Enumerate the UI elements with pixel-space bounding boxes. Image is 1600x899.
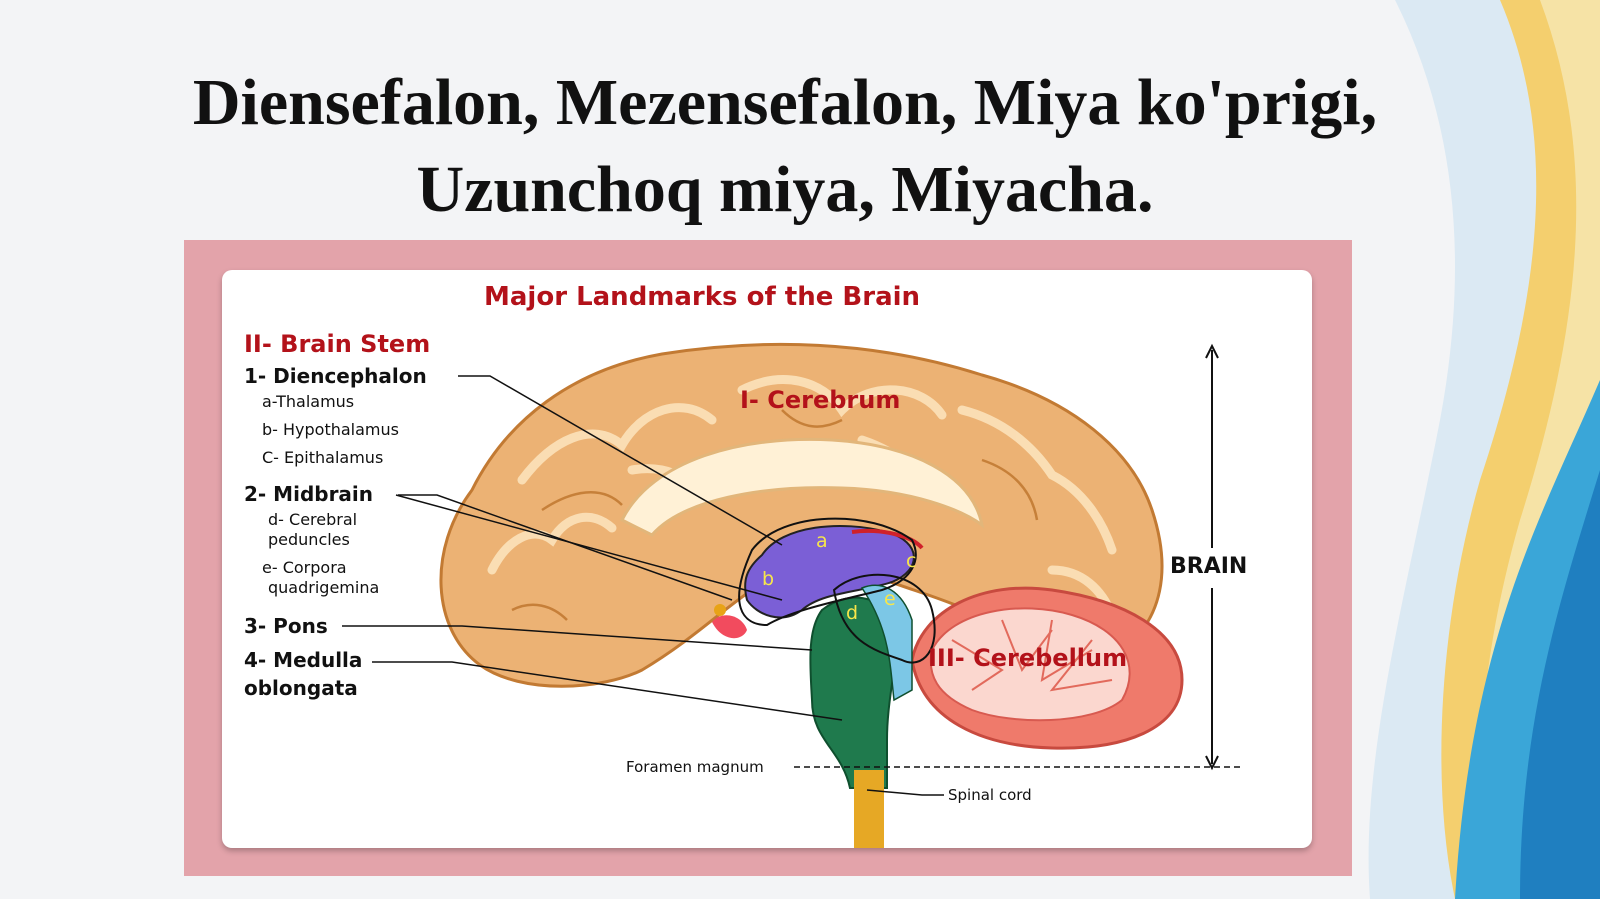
brain-illustration: [342, 342, 1242, 848]
label-medulla-2: oblongata: [244, 676, 358, 700]
label-midbrain: 2- Midbrain: [244, 482, 374, 506]
label-brain: BRAIN: [1170, 554, 1248, 579]
slide-title-line-1: Diensefalon, Mezensefalon, Miya ko'prigi…: [192, 66, 1378, 139]
label-foramen-magnum: Foramen magnum: [626, 758, 764, 776]
label-pons: 3- Pons: [244, 614, 328, 638]
spinal-cord-shape: [854, 770, 884, 848]
label-corpora-2: quadrigemina: [268, 578, 380, 597]
diagram-card: Major Landmarks of the Brain II- Brain S…: [222, 270, 1312, 848]
label-epithalamus: C- Epithalamus: [262, 448, 384, 467]
label-cerebral-peduncles-1: d- Cerebral: [268, 510, 358, 529]
slide-title-line-2: Uzunchoq miya, Miyacha.: [416, 153, 1154, 226]
label-cerebral-peduncles-2: peduncles: [268, 530, 350, 549]
label-thalamus: a-Thalamus: [262, 392, 355, 411]
letter-d: d: [846, 602, 859, 624]
label-medulla-1: 4- Medulla: [244, 648, 363, 672]
letter-e: e: [884, 588, 896, 610]
diagram-title: Major Landmarks of the Brain: [484, 282, 921, 312]
brain-stem-heading: II- Brain Stem: [244, 330, 431, 358]
letter-b: b: [762, 568, 775, 590]
letter-c: c: [906, 550, 917, 572]
pituitary-shape: [712, 615, 747, 639]
image-frame: Major Landmarks of the Brain II- Brain S…: [184, 240, 1352, 876]
letter-a: a: [816, 530, 828, 552]
label-hypothalamus: b- Hypothalamus: [262, 420, 399, 439]
label-corpora-1: e- Corpora: [262, 558, 347, 577]
label-diencephalon: 1- Diencephalon: [244, 364, 427, 388]
label-cerebrum: I- Cerebrum: [740, 386, 901, 414]
label-spinal-cord: Spinal cord: [948, 786, 1032, 804]
corpus-callosum: [619, 437, 985, 537]
label-cerebellum: III- Cerebellum: [928, 644, 1128, 672]
